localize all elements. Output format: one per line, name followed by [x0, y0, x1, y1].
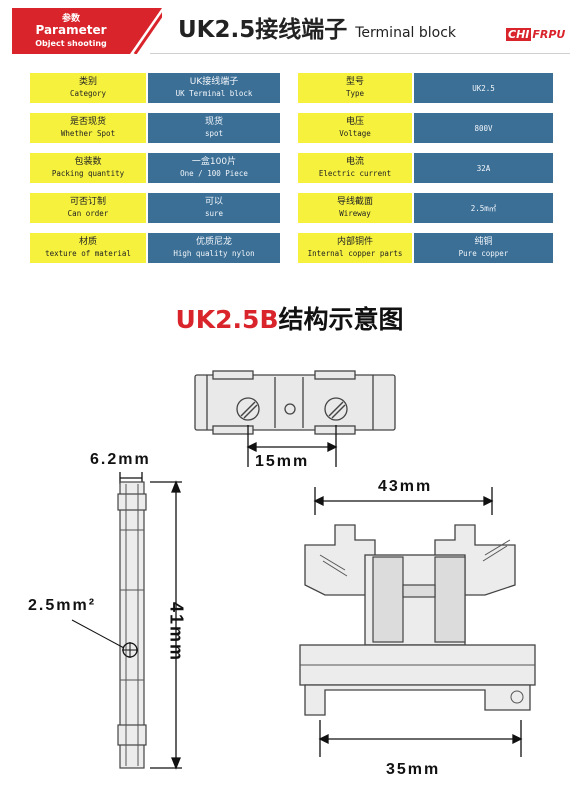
product-subtitle: Terminal block — [355, 25, 457, 41]
dim-side-width-label: 6.2mm — [90, 451, 151, 468]
dim-wire-label: 2.5mm² — [28, 597, 97, 614]
side-view-drawing — [71, 472, 182, 770]
spacing-dimension-lines — [246, 425, 338, 467]
header-divider — [150, 53, 570, 54]
product-model: UK2.5接线端子 — [178, 17, 348, 43]
dim-front-width-label: 43mm — [378, 478, 433, 495]
dim-base-width-label: 35mm — [386, 761, 441, 778]
brand-logo-right: FRPU — [532, 28, 566, 41]
badge-title-zh: 参数 — [61, 14, 80, 24]
diagram-title-model: UK2.5B — [175, 305, 279, 334]
diagram-title: UK2.5B结构示意图 — [0, 300, 579, 336]
spec-value: 32A — [414, 153, 553, 183]
top-view-drawing — [194, 370, 396, 435]
badge-shape — [12, 8, 162, 54]
product-title: UK2.5接线端子 Terminal block — [178, 10, 456, 44]
parameter-badge: 参数 Parameter Object shooting — [12, 8, 162, 54]
diagram-title-text: 结构示意图 — [278, 305, 404, 334]
badge-title-en: Parameter — [35, 23, 107, 37]
spec-value: 2.5m㎡ — [414, 193, 553, 223]
spec-value: 800V — [414, 113, 553, 143]
spec-value: UK2.5 — [414, 73, 553, 103]
dim-height-label: 41mm — [166, 601, 187, 663]
badge-subtitle: Object shooting — [35, 39, 107, 48]
dim-pitch-label: 15mm — [255, 453, 310, 470]
brand-logo-left: CHI — [506, 28, 532, 41]
front-view-drawing — [299, 487, 536, 757]
